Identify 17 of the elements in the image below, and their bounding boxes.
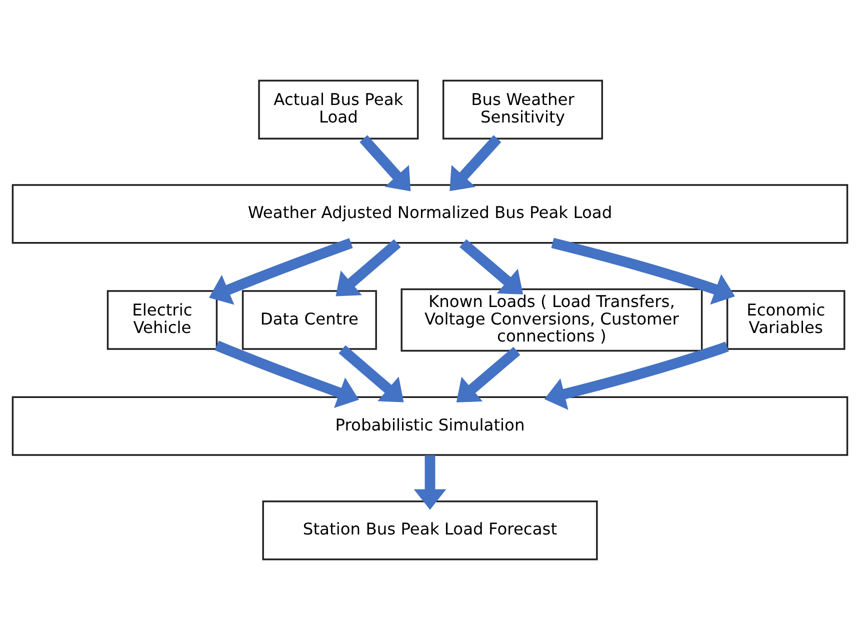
node-box: Economic Variables	[726, 290, 846, 350]
arrow	[450, 134, 502, 191]
node-box: Known Loads ( Load Transfers, Voltage Conversions, Customer connections )	[400, 288, 703, 352]
arrow	[414, 454, 446, 510]
node-box: Actual Bus Peak Load	[258, 79, 419, 139]
arrow	[360, 134, 411, 191]
node-box: Bus Weather Sensitivity	[442, 79, 603, 139]
arrow	[544, 341, 729, 410]
arrow	[336, 238, 401, 296]
arrow	[214, 340, 359, 408]
node-box: Probabilistic Simulation	[12, 396, 848, 456]
node-box: Weather Adjusted Normalized Bus Peak Load	[12, 184, 848, 244]
node-box: Data Centre	[242, 290, 377, 350]
arrow	[551, 237, 735, 304]
node-box: Electric Vehicle	[106, 290, 218, 350]
arrow	[338, 344, 404, 402]
node-box: Station Bus Peak Load Forecast	[262, 500, 598, 560]
